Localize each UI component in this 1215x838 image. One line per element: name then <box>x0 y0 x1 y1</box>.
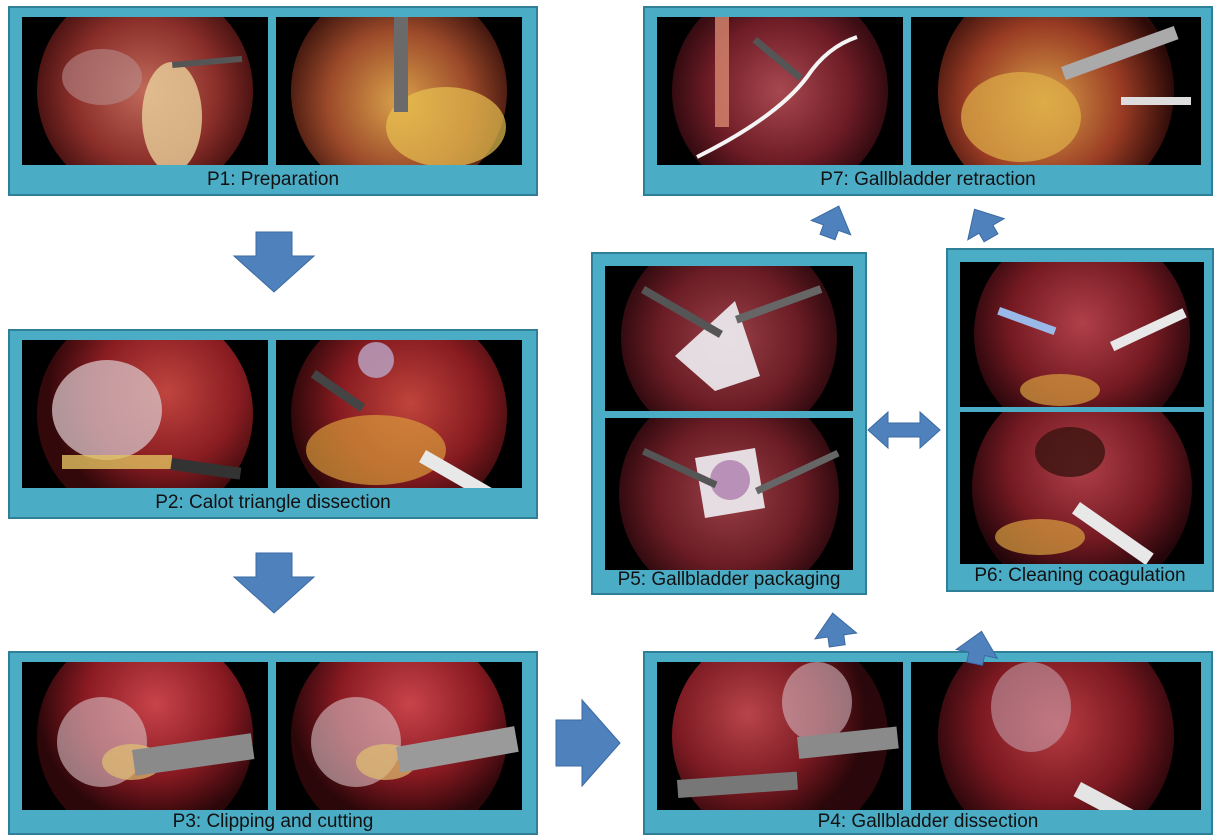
arrow-icon <box>956 199 1009 249</box>
arrow-icon <box>556 700 620 786</box>
arrow-icon <box>234 553 314 613</box>
arrow-icon <box>808 199 859 244</box>
arrow-icon <box>868 412 940 448</box>
arrow-icon <box>812 610 858 649</box>
arrow-icon <box>234 232 314 292</box>
arrow-icon <box>954 627 1002 668</box>
